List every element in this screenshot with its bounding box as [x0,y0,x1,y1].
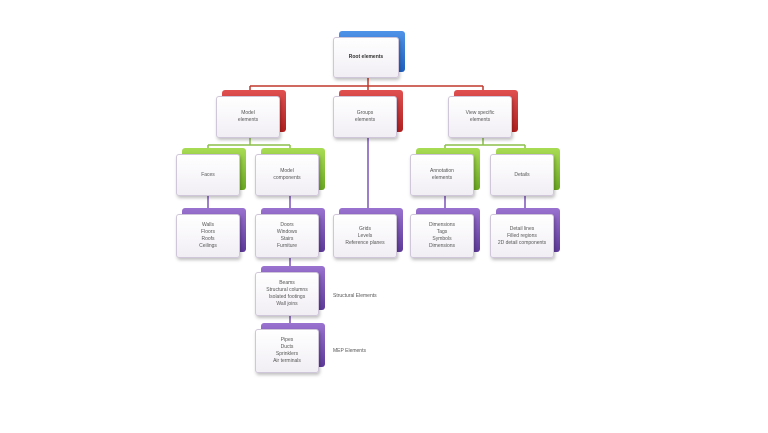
details-node: Details [490,148,560,196]
root-node: Root elements [333,31,405,78]
faces-node: Faces [176,148,246,196]
structural-elements-label: Structural Elements [333,293,377,299]
root-node-text: Root elements [333,37,399,78]
mep-elements-label: MEP Elements [333,348,366,354]
